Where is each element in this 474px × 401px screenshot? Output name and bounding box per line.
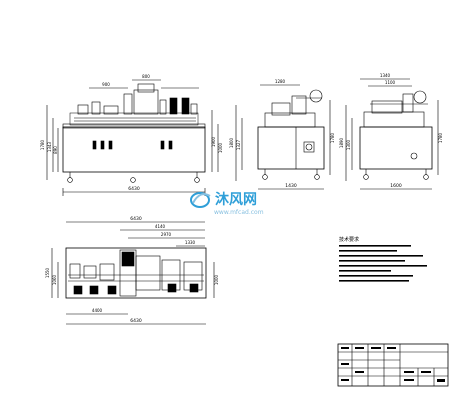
plan-left-dim-1: 1550 bbox=[45, 267, 50, 278]
plan-bottom-dim-1: 4400 bbox=[92, 308, 103, 313]
end-top2-dim: 1100 bbox=[385, 80, 396, 85]
plan-bottom-dim-2: 6430 bbox=[130, 318, 142, 324]
watermark: 沐风网 www.mfcad.com bbox=[190, 191, 264, 216]
front-top-dim: 900 bbox=[102, 82, 110, 87]
plan-top4-dim: 1330 bbox=[185, 240, 196, 245]
side-view bbox=[235, 84, 331, 190]
front-left-dim-3: 890 bbox=[53, 146, 58, 154]
end-left2-dim: 1300 bbox=[346, 139, 351, 150]
plan-left-dim-2: 1060 bbox=[52, 274, 57, 285]
plan-right-dim: 1000 bbox=[214, 274, 219, 285]
plan-top2-dim: 4140 bbox=[155, 224, 166, 229]
front-left-dim-1: 1780 bbox=[40, 139, 45, 150]
end-width-dim: 1600 bbox=[390, 183, 402, 189]
front-left-dim-2: 1343 bbox=[47, 141, 52, 152]
tech-requirements-text bbox=[339, 245, 427, 282]
tech-requirements-heading: 技术要求 bbox=[339, 236, 359, 243]
side-width-dim: 1430 bbox=[285, 183, 297, 189]
front-right-dim: 1900 bbox=[211, 136, 216, 147]
side-top-dim: 1280 bbox=[275, 79, 286, 84]
end-view bbox=[345, 78, 439, 190]
watermark-brand: 沐风网 bbox=[215, 191, 257, 208]
side-right-dim: 1780 bbox=[330, 132, 335, 143]
title-block-text bbox=[341, 347, 445, 382]
front-top2-dim: 800 bbox=[142, 74, 150, 79]
end-left-dim: 1890 bbox=[339, 137, 344, 148]
front-right2-dim: 1000 bbox=[218, 142, 223, 153]
front-width-dim: 6430 bbox=[128, 186, 140, 192]
watermark-logo-icon bbox=[190, 192, 211, 208]
front-view bbox=[46, 79, 219, 196]
plan-view bbox=[51, 221, 215, 325]
plan-top-dim: 6430 bbox=[130, 216, 142, 222]
watermark-url: www.mfcad.com bbox=[214, 209, 264, 216]
side-left-dim-1: 1800 bbox=[229, 137, 234, 148]
end-right-dim: 1780 bbox=[438, 132, 443, 143]
side-left-dim-2: 1327 bbox=[236, 139, 241, 150]
plan-top3-dim: 2970 bbox=[161, 232, 172, 237]
end-top-dim: 1340 bbox=[380, 73, 391, 78]
title-block bbox=[337, 343, 449, 387]
